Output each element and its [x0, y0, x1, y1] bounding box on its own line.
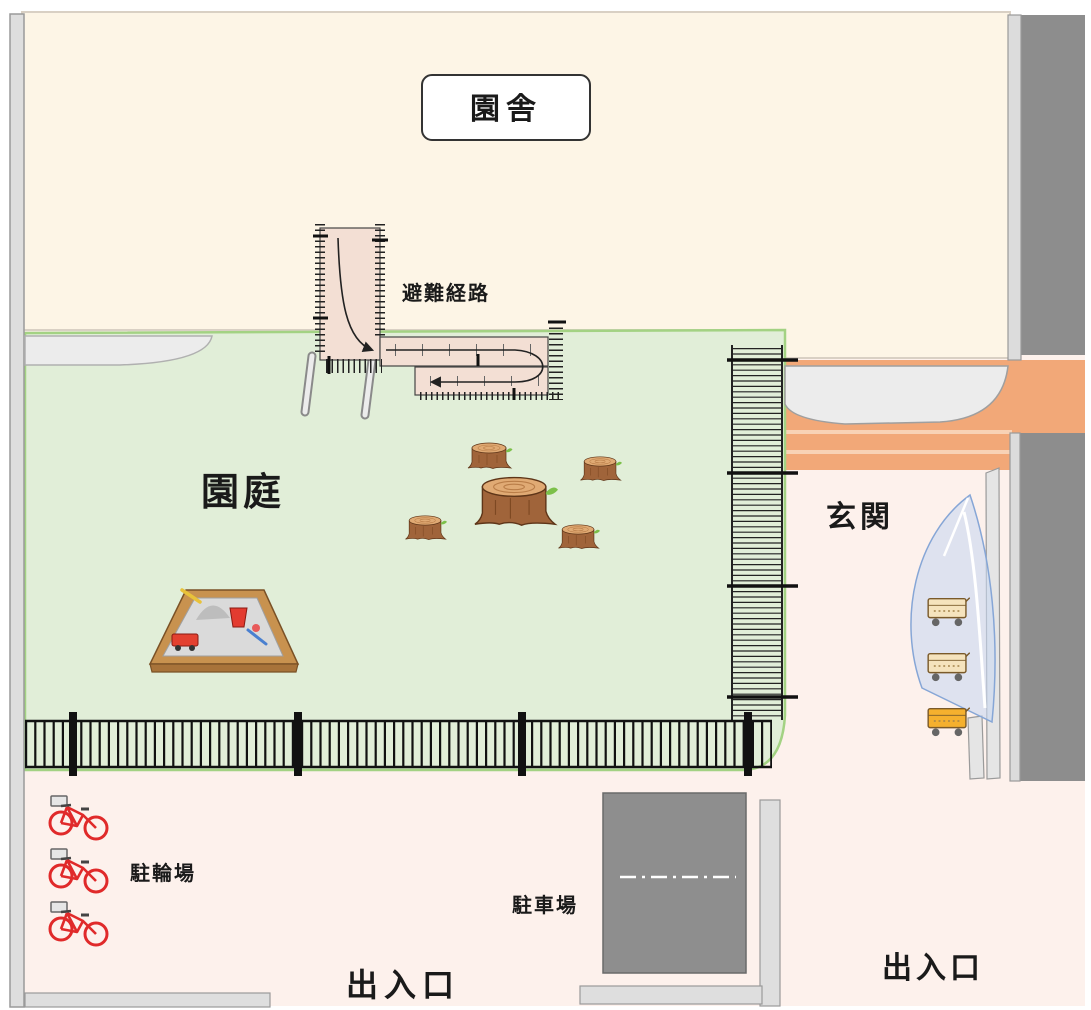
side-fence [727, 345, 798, 720]
main-gate-label: 出入口 [346, 966, 460, 1004]
garden-fence [25, 712, 772, 776]
sand-mound [196, 605, 230, 620]
road-segment [1020, 433, 1085, 781]
toy-truck [171, 633, 199, 647]
upper-landing [379, 336, 549, 367]
right-road [1007, 14, 1085, 782]
building-label-box [421, 74, 591, 141]
toy-shovel [180, 588, 202, 604]
fence-post [744, 712, 752, 776]
tree-stump-icon [558, 524, 601, 549]
bicycle-parking-label: 駐輪場 [130, 861, 196, 885]
stair-chute [319, 227, 381, 361]
entrance-label: 玄関 [826, 500, 894, 535]
car-parking [579, 792, 781, 1007]
toy-ball [252, 624, 260, 632]
parking-curb [759, 799, 781, 1007]
sandbox-front [149, 663, 299, 673]
tree-stump-icon [467, 442, 513, 469]
fence-post [69, 712, 77, 776]
arrow-icon [386, 349, 544, 388]
left-wall [9, 13, 25, 1008]
building-area [21, 11, 1011, 359]
building-label-group: 園舎 [421, 74, 591, 141]
fence-post [294, 712, 302, 776]
building-label: 園舎 [470, 92, 542, 127]
entrance-pillar [967, 715, 985, 780]
bottom-curb [24, 992, 271, 1008]
road-curb [1007, 14, 1022, 361]
canopy-highlight [942, 497, 970, 557]
sandbox-icon [148, 588, 300, 673]
parking-lot [602, 792, 747, 974]
toy-truck-wheel [189, 645, 195, 651]
stair-leg [302, 353, 315, 415]
tree-stump-icon [474, 476, 559, 526]
left-eave [24, 335, 213, 366]
arrow-icon [337, 237, 375, 352]
toy-truck-wheel [175, 645, 181, 651]
evacuation-route-label: 避難経路 [402, 281, 490, 305]
fence-post [518, 712, 526, 776]
garden-area [23, 328, 787, 772]
entrance-area [910, 467, 1001, 780]
toy-rake [246, 628, 268, 646]
side-gate-label: 出入口 [882, 951, 984, 986]
car-parking-label: 駐車場 [512, 893, 578, 917]
evacuation-stairs [300, 224, 566, 420]
canopy-highlight [962, 511, 987, 709]
road-segment [1020, 15, 1085, 355]
toy-bucket [229, 607, 248, 628]
tree-stump-icon [580, 456, 623, 481]
entrance-bridge [784, 365, 1009, 425]
parking-curb [579, 985, 763, 1005]
tree-stump-icon [405, 515, 448, 540]
road-curb [1009, 432, 1021, 782]
garden-label: 園庭 [201, 470, 285, 514]
